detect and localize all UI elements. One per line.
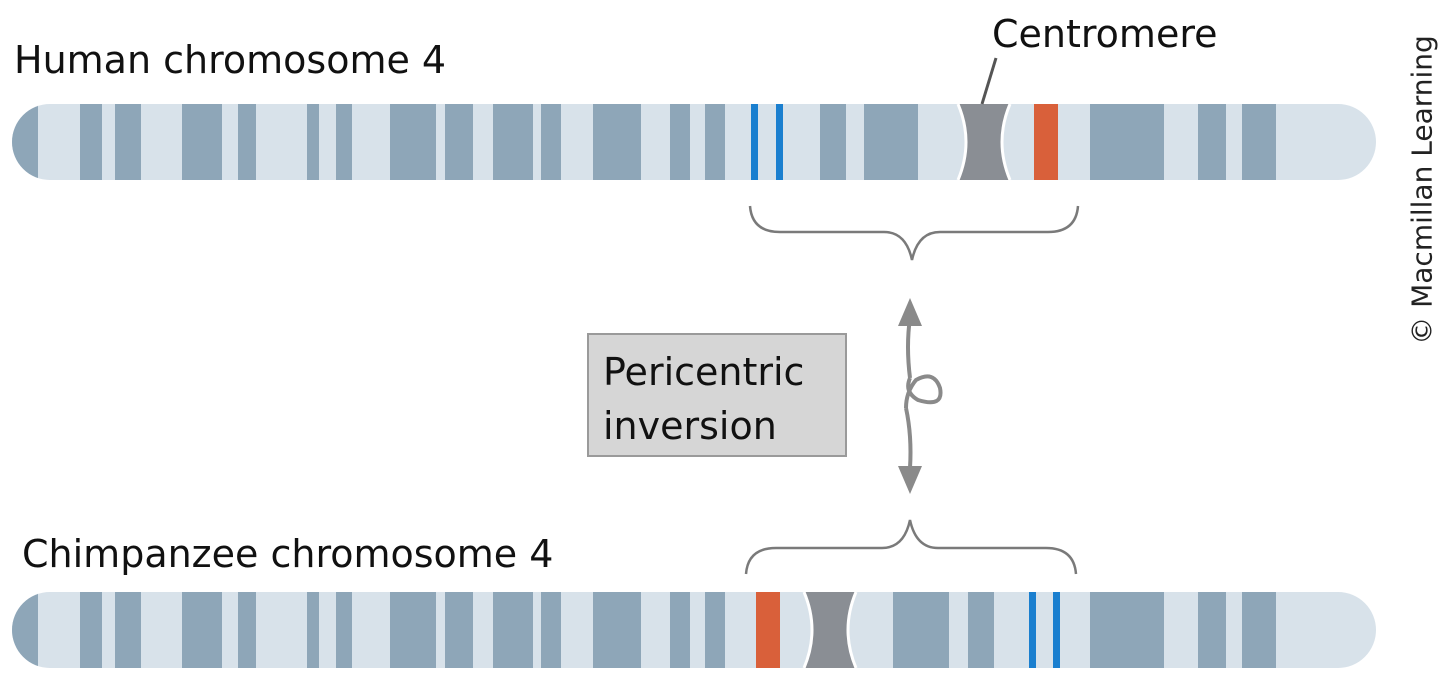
inversion-label-line1: Pericentric — [603, 350, 805, 394]
chimp-inversion-bracket — [744, 519, 1078, 575]
human-blue-marker-1 — [751, 104, 758, 180]
centromere-pointer-line — [980, 57, 998, 105]
human-chromosome — [12, 103, 1376, 181]
inversion-label-line2: inversion — [603, 404, 777, 448]
pericentric-inversion-box: Pericentric inversion — [587, 333, 847, 457]
human-centromere-notch-right — [1000, 103, 1012, 181]
human-red-marker — [1034, 104, 1058, 180]
double-arrow-with-loop-icon — [898, 298, 943, 494]
chimp-chromosome — [12, 591, 1376, 669]
chimp-telomere-band — [12, 592, 38, 668]
chimp-bands — [80, 592, 1276, 668]
human-centromere — [958, 104, 1010, 180]
human-inversion-bracket — [748, 205, 1080, 261]
chimp-centromere — [804, 592, 856, 668]
human-telomere-band — [12, 104, 38, 180]
human-chromosome-label: Human chromosome 4 — [14, 38, 447, 82]
chimp-red-marker — [756, 592, 780, 668]
chimp-centromere-notch-right — [846, 591, 858, 669]
chimp-chromosome-label: Chimpanzee chromosome 4 — [22, 532, 554, 576]
chimp-blue-marker-2 — [1053, 592, 1060, 668]
copyright-credit: © Macmillan Learning — [1405, 35, 1439, 345]
chimp-centromere-notch-left — [802, 591, 814, 669]
human-blue-marker-2 — [776, 104, 783, 180]
human-centromere-notch-left — [956, 103, 968, 181]
centromere-label: Centromere — [992, 12, 1218, 56]
chimp-blue-marker-1 — [1029, 592, 1036, 668]
human-bands — [80, 104, 1276, 180]
